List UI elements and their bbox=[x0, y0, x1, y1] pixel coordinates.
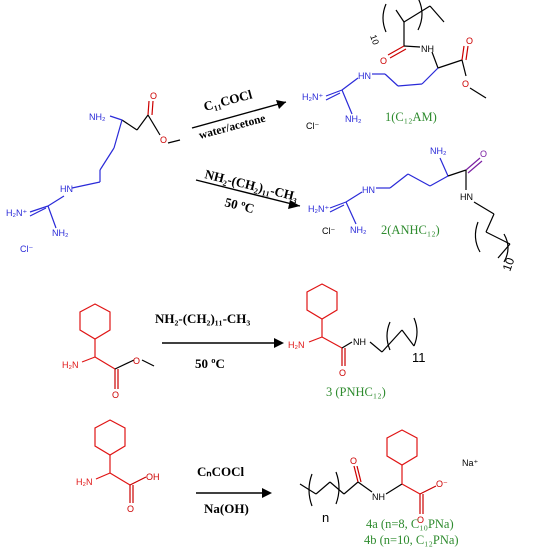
p2-alpha-amine: NH₂ bbox=[430, 146, 447, 156]
guanidinium-nh2-plus: H₂N⁺ bbox=[6, 208, 27, 218]
reagent-r3: NH₂-(CH₂)₁₁-CH₃ bbox=[155, 311, 250, 326]
p1-ester-carbonyl-o: O bbox=[466, 36, 473, 46]
p4-sodium: Na⁺ bbox=[462, 458, 479, 468]
p1-guanidine-nh: HN bbox=[358, 71, 371, 81]
pg-amine: H₂N bbox=[62, 360, 79, 370]
product-2-label: 2(ANHC₁₂) bbox=[381, 223, 440, 237]
p1-amide-nh: NH bbox=[421, 44, 434, 54]
reaction-arrow-2 bbox=[195, 179, 301, 209]
carbonyl-oxygen: O bbox=[150, 91, 157, 101]
reaction-arrow-1 bbox=[191, 100, 287, 129]
product-4b-label: 4b (n=10, C₁₂PNa) bbox=[364, 533, 459, 547]
product-4a-label: 4a (n=8, C₁₀PNa) bbox=[366, 517, 454, 531]
reaction-arrow-3 bbox=[162, 338, 284, 348]
p1-chloride: Cl⁻ bbox=[306, 121, 319, 131]
chloride-counterion: Cl⁻ bbox=[20, 244, 33, 254]
reaction-arrow-4 bbox=[196, 488, 272, 498]
pg-carbonyl-o: O bbox=[112, 390, 119, 400]
product-4-structure bbox=[299, 429, 437, 514]
p1-guanidinium-nh2-plus: H₂N⁺ bbox=[302, 92, 323, 102]
base-r4: Na(OH) bbox=[204, 501, 249, 516]
p2-guanidinium-nh2-plus: H₂N⁺ bbox=[308, 204, 329, 214]
phenylglycine bbox=[94, 419, 147, 503]
p1-ester-oxygen: O bbox=[462, 79, 469, 89]
pg-ester-o: O bbox=[133, 356, 140, 366]
pgly-carbonyl-o: O bbox=[127, 504, 134, 514]
p2-chloride: Cl⁻ bbox=[322, 226, 335, 236]
p4-carbonyl-o: O bbox=[417, 515, 424, 525]
pgly-hydroxyl: OH bbox=[146, 472, 160, 482]
guanidine-nh: HN bbox=[60, 184, 73, 194]
p2-amide-oxygen: O bbox=[480, 149, 487, 159]
alpha-amine: NH₂ bbox=[89, 112, 106, 122]
p4-amide-o: O bbox=[350, 456, 357, 466]
p2-guanidine-nh2: NH₂ bbox=[350, 225, 367, 235]
p4-amide-nh: NH bbox=[372, 492, 385, 502]
guanidine-nh2: NH₂ bbox=[52, 228, 69, 238]
product-3-structure bbox=[306, 283, 418, 366]
subscript-11-p3: 11 bbox=[412, 350, 426, 365]
product-1-label: 1(C₁₂AM) bbox=[385, 110, 437, 124]
arginine-methyl-ester bbox=[29, 100, 181, 229]
p4-carboxylate-o: O⁻ bbox=[436, 479, 448, 489]
p3-amide-o: O bbox=[339, 368, 346, 378]
ester-oxygen: O bbox=[160, 135, 167, 145]
p1-amide-oxygen: O bbox=[380, 56, 387, 66]
product-3-label: 3 (PNHC₁₂) bbox=[326, 385, 386, 399]
reagent-r1: C₁₁COCl bbox=[202, 86, 254, 113]
product-2-structure bbox=[329, 157, 511, 263]
p1-guanidine-nh2: NH₂ bbox=[345, 114, 362, 124]
phenylglycine-methyl-ester bbox=[79, 303, 155, 389]
reagent-r4: CₙCOCl bbox=[197, 464, 244, 479]
subscript-10-p2: 10 bbox=[500, 255, 518, 273]
p3-amine: H₂N bbox=[288, 340, 305, 350]
temp-r2: 50 ºC bbox=[223, 194, 256, 216]
pgly-amine: H₂N bbox=[76, 477, 93, 487]
subscript-10-p1: 10 bbox=[368, 33, 381, 46]
p2-guanidine-nh: HN bbox=[362, 185, 375, 195]
temp-r3: 50 ºC bbox=[195, 356, 225, 371]
subscript-n-p4: n bbox=[322, 510, 329, 525]
product-1-structure bbox=[325, 0, 487, 115]
p3-amide-nh: NH bbox=[353, 337, 366, 347]
p2-amide-hn: HN bbox=[460, 192, 473, 202]
